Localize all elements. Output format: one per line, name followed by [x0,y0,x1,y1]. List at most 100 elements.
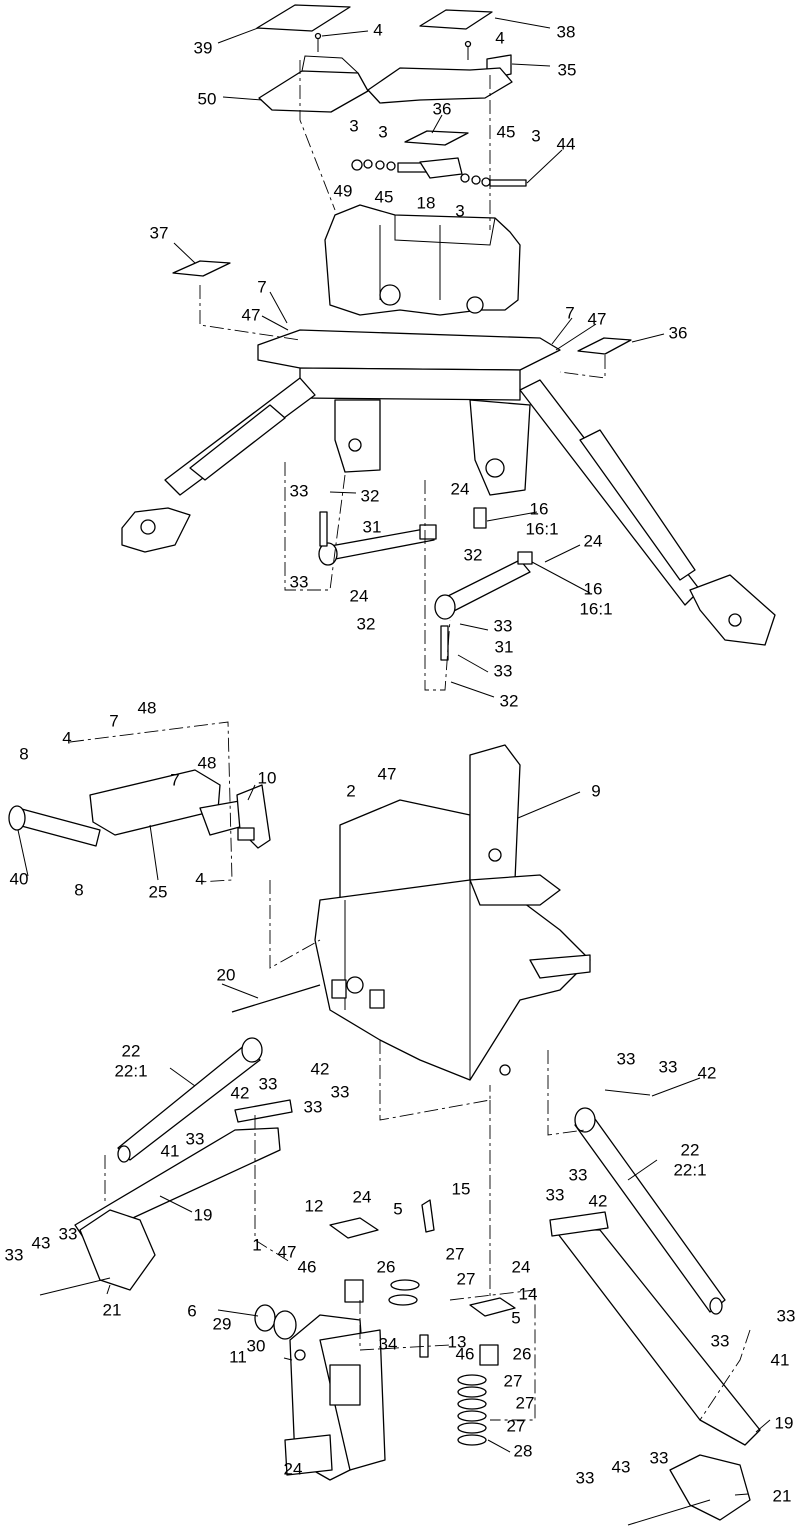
callout-c33g: 33 [259,1074,278,1093]
stabilizer-arm-left [121,377,316,553]
callout-c18: 18 [417,193,436,212]
arm-19-left [39,1099,293,1296]
callout-c46a: 46 [298,1257,317,1276]
callout-c32b: 32 [464,545,483,564]
callout-c27e: 27 [507,1416,526,1435]
callout-c3d: 3 [455,201,464,220]
callout-c14: 14 [519,1284,538,1303]
callout-c33o: 33 [777,1306,796,1325]
callout-c24a: 24 [451,479,470,498]
callout-c32d: 32 [500,691,519,710]
cover-plate-50 [258,55,369,113]
callout-c33q: 33 [650,1448,669,1467]
callout-c37: 37 [150,223,169,242]
callout-c1: 1 [252,1235,261,1254]
callout-c47c: 47 [378,764,397,783]
callout-c4c: 4 [62,728,71,747]
callout-c3c: 3 [531,126,540,145]
callout-c4a: 4 [373,20,382,39]
callout-c33b: 33 [290,572,309,591]
callout-c30: 30 [247,1336,266,1355]
callout-c33j: 33 [186,1129,205,1148]
upper-assembly [121,4,776,661]
callout-c11: 11 [229,1347,247,1366]
callout-c41a: 41 [161,1141,180,1160]
callout-c35: 35 [558,60,577,79]
swing-frame [257,204,561,496]
callout-c24f: 24 [284,1459,303,1478]
callout-c24c: 24 [350,586,369,605]
callout-c33n: 33 [5,1245,24,1264]
callout-c42a: 42 [311,1059,330,1078]
callout-c16b: 16:1 [525,519,558,538]
callout-c49: 49 [334,181,353,200]
callout-c12: 12 [305,1196,324,1215]
bracket-14 [469,1297,516,1366]
main-frame-9 [314,744,591,1081]
hardware-row [351,157,527,187]
cover-plate-right [367,67,513,104]
callout-c27c: 27 [504,1371,523,1390]
callout-c33h: 33 [331,1082,350,1101]
callout-c31b: 31 [495,637,514,656]
callout-c47a: 47 [242,305,261,324]
callout-c26b: 26 [513,1344,532,1363]
decal-36-right [577,337,632,355]
callout-c33f: 33 [659,1057,678,1076]
callout-c43a: 43 [32,1233,51,1252]
callout-c33p: 33 [711,1331,730,1350]
callout-c19a: 19 [194,1205,213,1224]
bracket-10 [236,784,271,849]
callout-c45b: 45 [375,187,394,206]
callout-c27a: 27 [446,1244,465,1263]
callout-c22c: 22 [681,1140,700,1159]
callout-c36a: 36 [433,99,452,118]
callout-c47d: 47 [278,1242,297,1261]
leader-lines [17,17,771,1496]
callout-c33a: 33 [290,481,309,500]
decal-38 [419,9,493,30]
decal-37 [172,260,231,277]
callout-c3a: 3 [349,116,358,135]
callout-c39: 39 [194,38,213,57]
callout-c33d: 33 [494,661,513,680]
callout-c25: 25 [149,882,168,901]
callout-c22d: 22:1 [673,1160,706,1179]
callout-c42b: 42 [698,1063,717,1082]
callout-c42d: 42 [589,1191,608,1210]
callout-c22b: 22:1 [114,1061,147,1080]
callout-c41b: 41 [771,1350,790,1369]
callout-c27d: 27 [516,1393,535,1412]
callout-c21b: 21 [773,1486,792,1505]
callout-c21a: 21 [103,1300,122,1319]
cylinder-22-right [574,1107,726,1315]
callout-c32a: 32 [361,486,380,505]
callout-c48a: 48 [138,698,157,717]
callout-c27b: 27 [457,1269,476,1288]
callout-c33k: 33 [569,1165,588,1184]
arm-19-right [549,1211,761,1526]
callout-c33c: 33 [494,616,513,635]
callout-c6: 6 [187,1301,196,1320]
callout-c28: 28 [514,1441,533,1460]
callout-c5a: 5 [393,1199,402,1218]
callout-c13: 13 [448,1332,467,1351]
callout-c33r: 33 [576,1468,595,1487]
callout-c33l: 33 [546,1185,565,1204]
callout-c22a: 22 [122,1041,141,1060]
phantom-lines [69,60,751,1421]
swing-casting-11 [284,1314,386,1481]
callout-c29: 29 [213,1314,232,1333]
callout-c20: 20 [217,965,236,984]
cylinder-22-left [117,1037,263,1163]
callout-c50: 50 [198,89,217,108]
callout-c7a: 7 [257,277,266,296]
callout-c40: 40 [10,869,29,888]
washers-27 [388,1279,487,1446]
callout-c32c: 32 [357,614,376,633]
cylinder-16-left [318,524,437,566]
cylinder-40 [8,805,101,847]
callout-c46b: 46 [456,1344,475,1363]
